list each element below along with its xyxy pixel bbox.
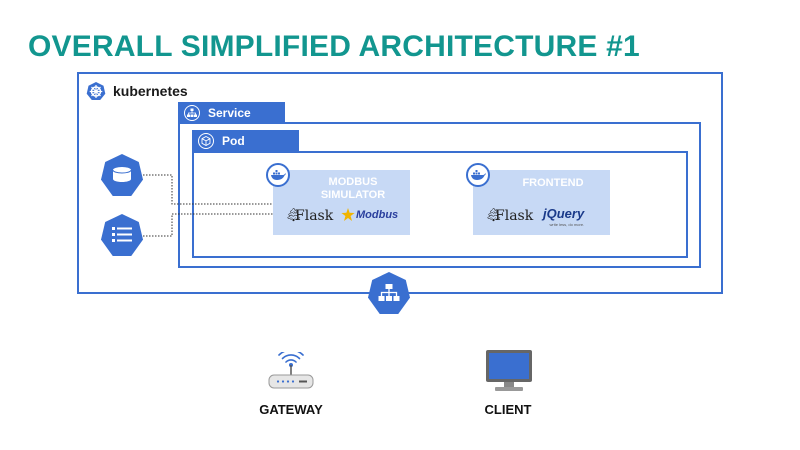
- modbus-simulator-container: MODBUS SIMULATOR 🌲︎ Flask Modbus: [273, 170, 410, 235]
- desktop-monitor-icon: [485, 349, 533, 393]
- pod-tab: Pod: [192, 130, 299, 152]
- modbus-logo: Modbus: [341, 208, 398, 222]
- modbus-star-icon: [341, 208, 355, 221]
- client-label: CLIENT: [484, 402, 532, 417]
- gateway-label: GATEWAY: [259, 402, 323, 417]
- persistent-volume-icon: [101, 154, 143, 196]
- wifi-router-icon: [268, 349, 314, 390]
- frontend-container: FRONTEND 🌲︎ Flask jQuery write less, do …: [473, 170, 610, 235]
- docker-whale-icon: [466, 163, 490, 187]
- kubernetes-logo-icon: [86, 81, 106, 101]
- modbus-flask-label: Flask: [295, 208, 334, 224]
- modbus-flask-logo: 🌲︎: [285, 207, 302, 223]
- ingress-network-icon: [368, 272, 410, 314]
- frontend-title: FRONTEND: [522, 177, 584, 189]
- flask-horn-icon: 🌲︎: [485, 208, 502, 223]
- configmap-connector: [140, 213, 275, 237]
- service-box: [178, 122, 701, 268]
- modbus-logo-label: Modbus: [356, 209, 399, 221]
- kubernetes-label: kubernetes: [113, 83, 188, 99]
- service-icon: [184, 105, 200, 121]
- service-tab: Service: [178, 102, 285, 124]
- config-map-icon: [101, 214, 143, 256]
- docker-whale-icon: [266, 163, 290, 187]
- page-title: OVERALL SIMPLIFIED ARCHITECTURE #1: [28, 30, 640, 63]
- jquery-tagline: write less, do more.: [549, 222, 585, 227]
- pod-label: Pod: [222, 134, 245, 148]
- frontend-flask-logo: 🌲︎: [485, 207, 502, 223]
- modbus-title-line1: MODBUS: [328, 176, 378, 188]
- jquery-logo: jQuery write less, do more.: [543, 205, 584, 227]
- modbus-title: MODBUS SIMULATOR: [299, 176, 407, 202]
- flask-horn-icon: 🌲︎: [285, 208, 302, 223]
- service-label: Service: [208, 106, 251, 120]
- volume-connector: [140, 174, 275, 205]
- pod-cube-icon: [198, 133, 214, 149]
- frontend-flask-label: Flask: [495, 208, 534, 224]
- modbus-title-line2: SIMULATOR: [320, 189, 386, 201]
- jquery-label: jQuery: [543, 206, 585, 221]
